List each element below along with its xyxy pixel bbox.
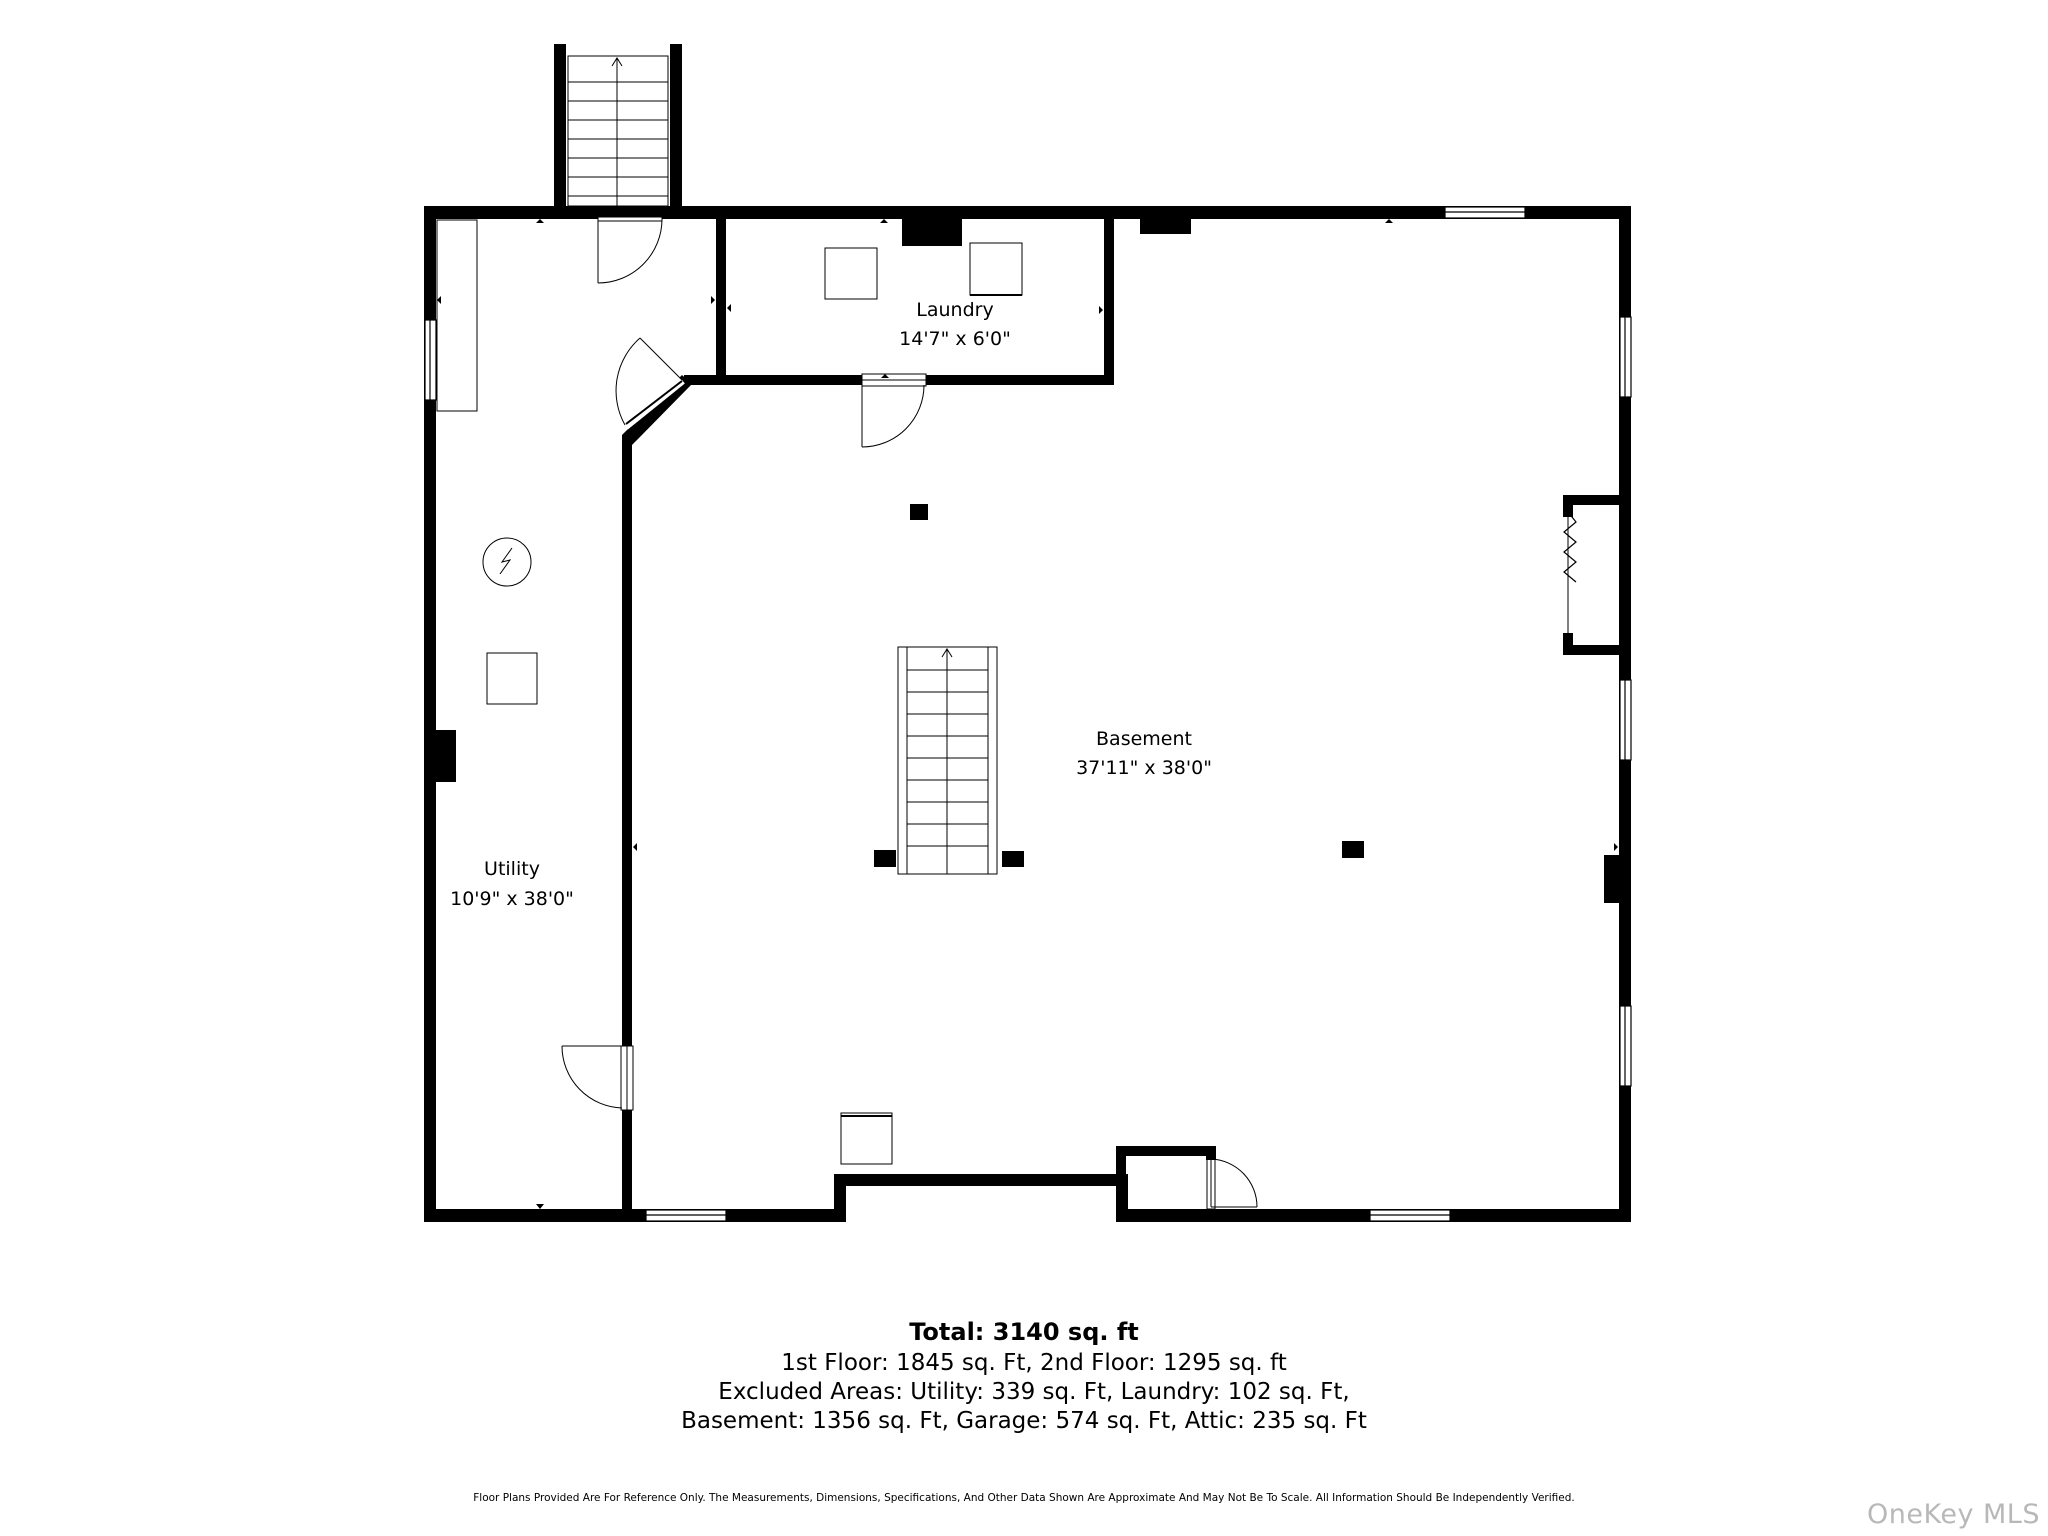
outer-walls bbox=[424, 206, 1631, 1222]
excluded-areas: Excluded Areas: Utility: 339 sq. Ft, Lau… bbox=[718, 1379, 1350, 1405]
room-labels: Laundry 14'7" x 6'0" Basement 37'11" x 3… bbox=[450, 299, 1212, 910]
appliances bbox=[436, 219, 1023, 1165]
basement-name: Basement bbox=[1096, 728, 1192, 750]
floor-areas: 1st Floor: 1845 sq. Ft, 2nd Floor: 1295 … bbox=[781, 1350, 1287, 1376]
fixtures bbox=[436, 219, 1622, 903]
watermark: OneKey MLS bbox=[1867, 1499, 2040, 1530]
utility-dims: 10'9" x 38'0" bbox=[450, 888, 574, 910]
wall-markers bbox=[437, 219, 1618, 1209]
bottom-closet bbox=[1116, 1146, 1216, 1186]
total-area: Total: 3140 sq. ft bbox=[909, 1318, 1139, 1346]
right-closet bbox=[1563, 495, 1620, 655]
excluded-areas-cont: Basement: 1356 sq. Ft, Garage: 574 sq. F… bbox=[681, 1408, 1367, 1434]
laundry-name: Laundry bbox=[916, 299, 993, 321]
windows bbox=[424, 206, 1632, 1222]
basement-stairs bbox=[897, 646, 998, 875]
disclaimer: Floor Plans Provided Are For Reference O… bbox=[473, 1492, 1575, 1504]
utility-name: Utility bbox=[484, 858, 540, 880]
basement-dims: 37'11" x 38'0" bbox=[1076, 757, 1212, 779]
area-summary: Total: 3140 sq. ft 1st Floor: 1845 sq. F… bbox=[0, 1318, 2048, 1436]
interior-walls bbox=[622, 218, 1114, 1210]
top-stairwell bbox=[554, 44, 682, 219]
doors bbox=[561, 216, 1258, 1210]
laundry-dims: 14'7" x 6'0" bbox=[899, 328, 1011, 350]
